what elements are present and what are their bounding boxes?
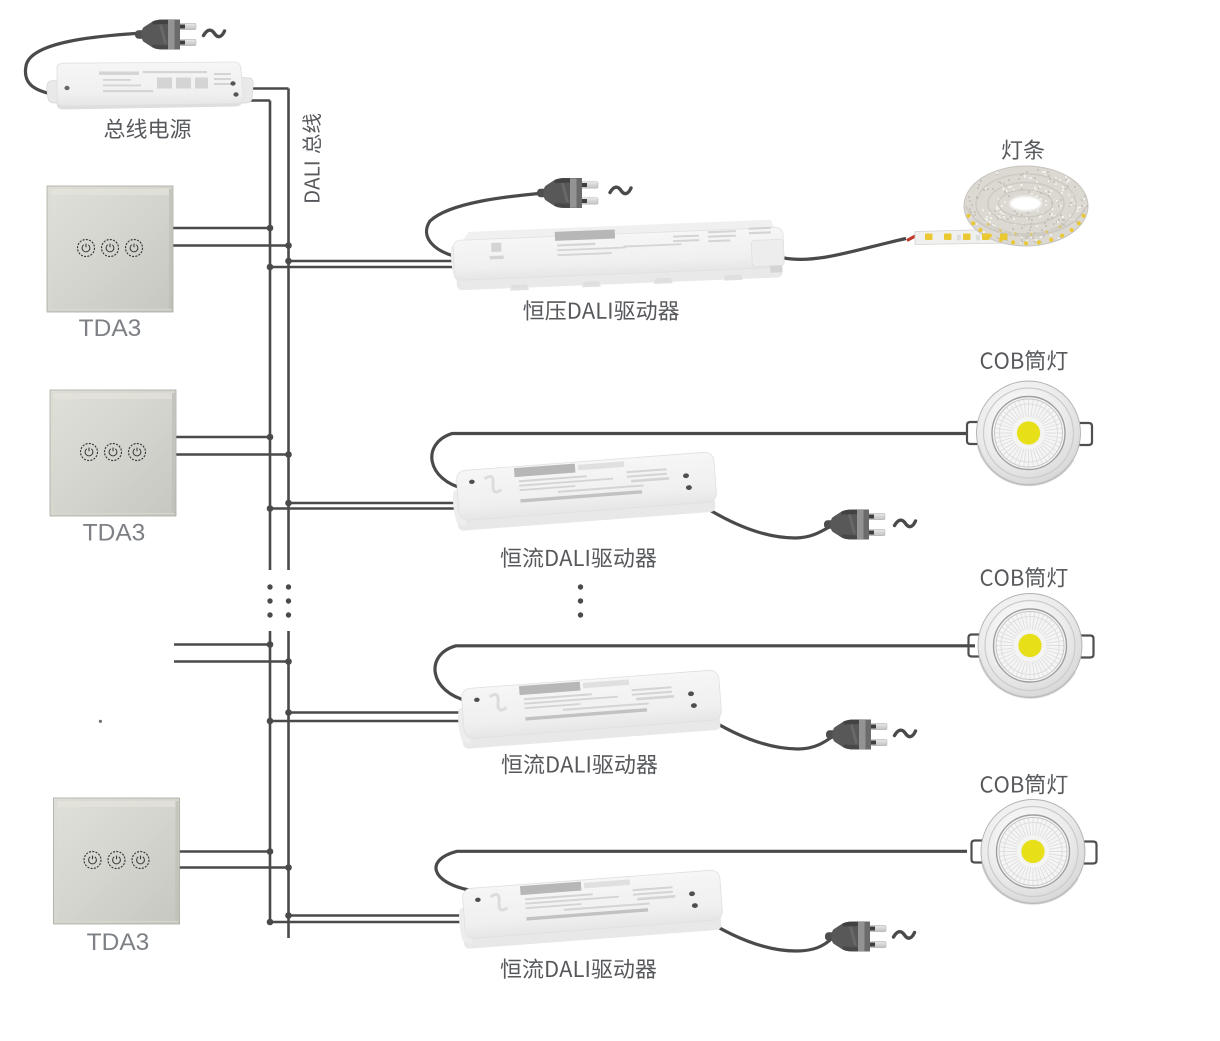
svg-text:TDA3: TDA3 [83,520,146,547]
svg-text:TDA3: TDA3 [79,315,142,342]
svg-text:TDA3: TDA3 [87,929,150,956]
